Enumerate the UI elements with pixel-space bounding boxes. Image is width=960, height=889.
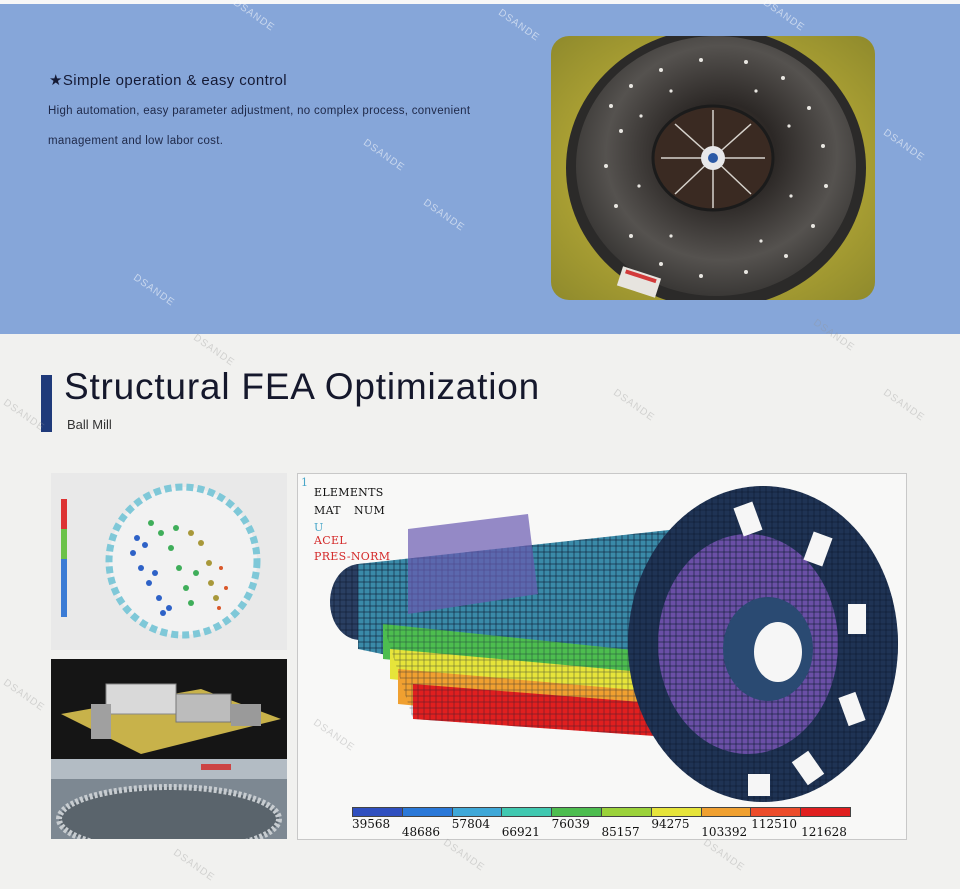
fea-label-pres-norm: PRES-NORM xyxy=(314,550,391,563)
watermark: DSANDE xyxy=(441,837,487,874)
watermark: DSANDE xyxy=(881,387,927,424)
legend-swatch xyxy=(701,808,752,816)
mill-cad-and-workshop-image xyxy=(51,659,287,839)
legend-value: 85157 xyxy=(601,825,640,839)
fea-label-elements: ELEMENTS xyxy=(314,486,384,499)
legend-value: 57804 xyxy=(451,817,490,831)
legend-value: 39568 xyxy=(352,817,391,831)
fea-label-num: NUM xyxy=(354,504,386,517)
legend-value: 94275 xyxy=(651,817,690,831)
section-accent-bar xyxy=(41,375,52,432)
legend-swatch xyxy=(751,808,802,816)
legend-value: 76039 xyxy=(551,817,590,831)
section-subtitle: Ball Mill xyxy=(67,417,112,432)
watermark: DSANDE xyxy=(701,837,747,874)
feature-title: ★Simple operation & easy control xyxy=(49,72,288,89)
legend-swatch xyxy=(452,808,503,816)
fea-color-legend xyxy=(352,807,851,817)
legend-swatch xyxy=(353,808,403,816)
watermark: DSANDE xyxy=(611,387,657,424)
fea-label-acel: ACEL xyxy=(314,534,347,547)
top-strip xyxy=(0,0,960,4)
section-title: Structural FEA Optimization xyxy=(64,366,541,407)
legend-value: 112510 xyxy=(751,817,797,831)
dryer-drum-photo xyxy=(551,36,875,300)
legend-swatch xyxy=(651,808,702,816)
legend-value: 66921 xyxy=(501,825,540,839)
legend-value: 121628 xyxy=(801,825,847,839)
legend-swatch xyxy=(552,808,602,816)
fea-result-image: 1 ELEMENTS MAT NUM U ACEL PRES-NORM 3956… xyxy=(297,473,907,840)
legend-value: 103392 xyxy=(701,825,748,839)
watermark: DSANDE xyxy=(1,397,47,434)
legend-value: 48686 xyxy=(401,825,441,839)
watermark: DSANDE xyxy=(171,847,217,884)
legend-swatch xyxy=(402,808,453,816)
fea-label-mat: MAT xyxy=(314,504,341,517)
fea-label-u: U xyxy=(314,521,324,534)
legend-swatch xyxy=(801,808,850,816)
feature-description: High automation, easy parameter adjustme… xyxy=(48,105,471,147)
fea-frame-number: 1 xyxy=(301,476,309,489)
particle-simulation-image xyxy=(51,473,287,650)
watermark: DSANDE xyxy=(1,677,47,714)
legend-swatch xyxy=(502,808,553,816)
legend-swatch xyxy=(601,808,652,816)
watermark: DSANDE xyxy=(191,332,237,369)
